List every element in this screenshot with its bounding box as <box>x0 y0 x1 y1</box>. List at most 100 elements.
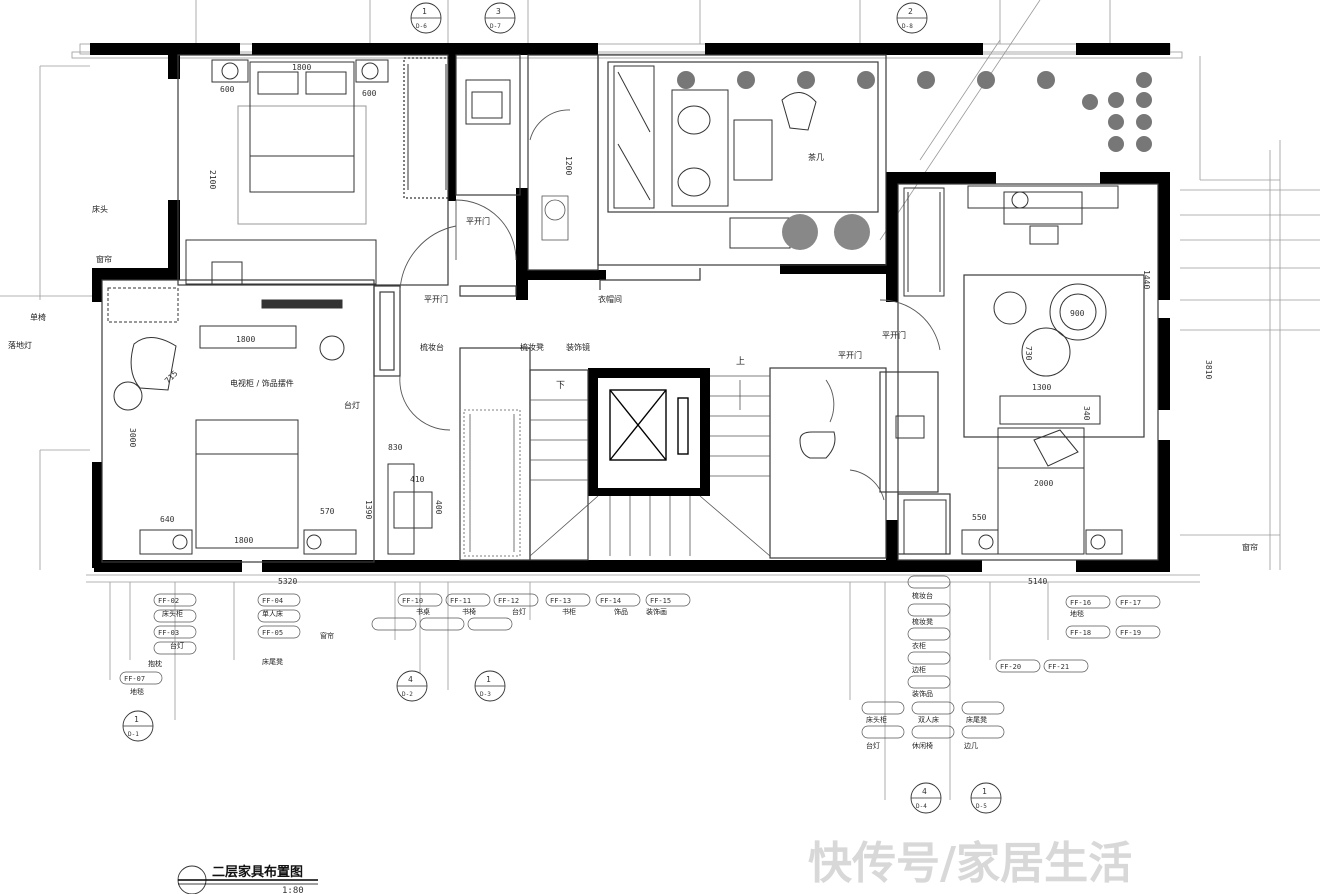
tag-code: FF-14 <box>600 597 621 605</box>
label-floor-lamp-left: 落地灯 <box>8 340 32 350</box>
dim-bottom-right-total: 5140 <box>1028 577 1047 586</box>
marker-num: 1 <box>134 715 139 724</box>
tag-name: 床尾凳 <box>966 715 987 724</box>
top-left-dims: 1800 600 600 2100 1200 <box>208 63 573 189</box>
label-tea-table: 茶几 <box>808 152 824 162</box>
tag-name: 抱枕 <box>148 659 162 668</box>
dim-small-w: 410 <box>410 475 425 484</box>
label-door-2: 平开门 <box>466 216 490 226</box>
dim-nightstand-bl-right: 570 <box>320 507 335 516</box>
dim-right-total: 3810 <box>1204 360 1213 379</box>
tag-code: FF-13 <box>550 597 571 605</box>
tag-code: FF-04 <box>262 597 283 605</box>
tag-code: FF-07 <box>124 675 145 683</box>
marker-sheet: D-6 <box>416 23 427 30</box>
tag-name: 饰品 <box>614 607 628 616</box>
interior-partitions <box>101 54 1159 563</box>
tag-name: 休闲椅 <box>912 741 933 750</box>
dim-bed-bl-width: 1800 <box>234 536 253 545</box>
stairs-down-label: 下 <box>556 381 565 391</box>
marker-num: 1 <box>982 787 987 796</box>
dim-bed-top-length: 2100 <box>208 170 217 189</box>
tag-code: FF-03 <box>158 629 179 637</box>
marker-num: 3 <box>496 7 501 16</box>
tags-middle: FF-10 书桌 FF-11 书椅 FF-12 台灯 FF-13 书柜 FF-1… <box>371 593 691 631</box>
tag-name: 边几 <box>964 741 978 750</box>
label-stool: 梳妆凳 <box>520 342 544 352</box>
drawing-title: 二层家具布置图 <box>212 864 303 880</box>
tag-code: FF-15 <box>650 597 671 605</box>
label-desk-lamp: 台灯 <box>344 400 360 410</box>
label-tv-cabinet: 电视柜 / 饰品摆件 <box>230 378 294 388</box>
tag-name: 衣柜 <box>912 641 926 650</box>
tag-code: FF-21 <box>1048 663 1069 671</box>
tag-name: 梳妆凳 <box>912 617 933 626</box>
bedroom-top-left <box>185 57 511 309</box>
tag-code: FF-02 <box>158 597 179 605</box>
tag-name: 台灯 <box>866 741 880 750</box>
marker-sheet: D-2 <box>402 691 413 698</box>
label-bed-top: 床头 <box>92 204 108 214</box>
tags-left: FF-02 床头柜 FF-03 台灯 FF-04 单人床 FF-05 床尾凳 抱… <box>119 593 334 696</box>
bedroom-bottom-left <box>107 287 433 555</box>
tag-name: 地毯 <box>130 687 144 696</box>
dim-right-room-len: 1440 <box>1142 270 1151 289</box>
dim-table-h: 1390 <box>364 500 373 519</box>
tag-code: FF-18 <box>1070 629 1091 637</box>
tag-code: FF-12 <box>498 597 519 605</box>
dim-bed-br-len: 2000 <box>1034 479 1053 488</box>
dim-round-table: 900 <box>1070 309 1085 318</box>
tag-name: 书桌 <box>416 607 430 616</box>
label-door-1: 平开门 <box>424 294 448 304</box>
tag-name: 书柜 <box>562 607 576 616</box>
dim-small-h: 400 <box>434 500 443 515</box>
room-labels: 床头 窗帘 单椅 落地灯 电视柜 / 饰品摆件 台灯 平开门 平开门 平开门 平… <box>8 152 1258 552</box>
tag-name: 床尾凳 <box>262 657 283 666</box>
dim-nightstand-top-left: 600 <box>220 85 235 94</box>
tag-name: 窗帘 <box>320 631 334 640</box>
marker-sheet: D-8 <box>902 23 913 30</box>
dim-room-bl-height: 3000 <box>128 428 137 447</box>
bedroom-right <box>799 185 1123 555</box>
label-right-curtain: 窗帘 <box>1242 542 1258 552</box>
tag-code: FF-17 <box>1120 599 1141 607</box>
tags-right: 梳妆台 梳妆凳 衣柜 边柜 装饰品 床头柜 双人床 床尾凳 台灯 休闲椅 边几 … <box>861 575 1161 750</box>
tag-name: 单人床 <box>262 609 283 618</box>
dim-wardrobe-depth: 1200 <box>564 156 573 175</box>
grid-lines <box>0 0 1320 800</box>
dim-bottom-left-total: 5320 <box>278 577 297 586</box>
tag-name: 床头柜 <box>866 715 887 724</box>
marker-sheet: D-7 <box>490 23 501 30</box>
lounge-top-middle <box>613 65 817 249</box>
dim-nightstand-br: 550 <box>972 513 987 522</box>
watermark-text: 快传号/家居生活 <box>808 838 1132 889</box>
dim-nightstand-top-right: 600 <box>362 89 377 98</box>
tag-name: 床头柜 <box>162 609 183 618</box>
marker-num: 2 <box>908 7 913 16</box>
elevator <box>609 389 689 461</box>
tag-code: FF-11 <box>450 597 471 605</box>
section-markers: 1 D-1 4 D-2 1 D-3 4 D-4 1 D-5 1 D-6 3 D-… <box>122 2 1002 814</box>
label-mirror: 装饰镜 <box>566 342 590 352</box>
exterior-walls <box>90 43 1170 572</box>
label-window-top: 窗帘 <box>96 254 112 264</box>
label-door-4: 平开门 <box>838 350 862 360</box>
dim-table-w: 830 <box>388 443 403 452</box>
tag-code: FF-20 <box>1000 663 1021 671</box>
marker-sheet: D-5 <box>976 803 987 810</box>
dim-chair-size: 715 <box>163 369 180 386</box>
tag-name: 书椅 <box>462 607 476 616</box>
dim-desk-width: 1800 <box>236 335 255 344</box>
right-dims: 1440 900 730 1300 2000 550 3810 340 5140 <box>972 270 1213 586</box>
dim-gap: 340 <box>1082 406 1091 421</box>
door-swings <box>399 109 941 501</box>
dim-bed-top-width: 1800 <box>292 63 311 72</box>
tag-name: 梳妆台 <box>912 591 933 600</box>
tag-code: FF-05 <box>262 629 283 637</box>
balcony-plants <box>677 71 1152 250</box>
tag-name: 装饰品 <box>912 689 933 698</box>
dim-nightstand-bl-left: 640 <box>160 515 175 524</box>
title-block: 二层家具布置图 1:80 <box>177 864 318 894</box>
stairs-up-label: 上 <box>736 356 745 367</box>
marker-num: 1 <box>422 7 427 16</box>
